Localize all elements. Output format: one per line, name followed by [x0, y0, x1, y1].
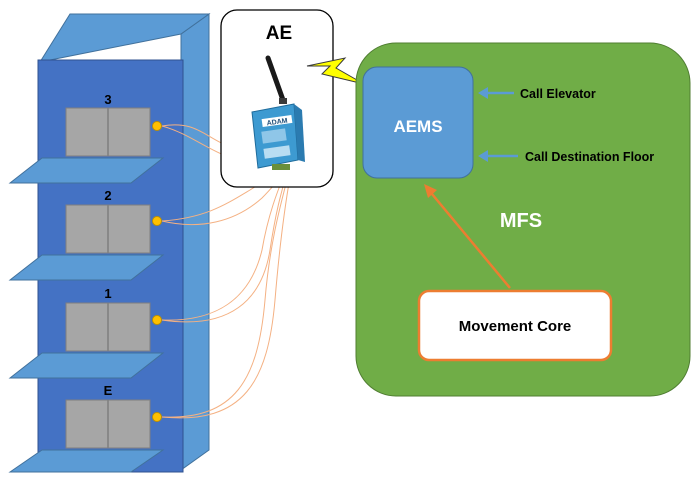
input-call-destination-floor: Call Destination Floor: [478, 150, 654, 164]
elevator-building: 3 2 1 E: [8, 13, 211, 473]
arrow-up-icon: [424, 184, 437, 198]
call-button-icon: [152, 216, 162, 226]
floor-label: E: [104, 383, 113, 398]
floor-label: 2: [104, 188, 111, 203]
mfs-system: MFS AEMS Call Elevator Call Destination …: [355, 42, 691, 397]
mfs-title: MFS: [500, 210, 542, 232]
aems-label: AEMS: [393, 117, 442, 136]
adam-device-icon: ADAM: [251, 103, 305, 170]
movement-core-label: Movement Core: [459, 318, 572, 335]
ae-title: AE: [266, 23, 292, 44]
antenna-icon: [265, 55, 287, 104]
floor-label: 1: [104, 286, 111, 301]
aems-box: [362, 66, 474, 179]
floor-slab: [8, 449, 165, 473]
movement-core-box: [417, 289, 613, 362]
input-call-elevator: Call Elevator: [478, 87, 596, 101]
core-to-aems-arrow: [431, 193, 511, 289]
building-side-face: [180, 13, 210, 471]
floor-label: 3: [104, 92, 111, 107]
ae-module: AE ADAM: [220, 9, 334, 188]
input-label: Call Elevator: [520, 87, 596, 101]
floor-slab: [8, 352, 165, 379]
floor-e: E: [65, 383, 162, 449]
floor-3: 3: [65, 92, 162, 157]
floor-slab: [8, 254, 165, 281]
call-button-icon: [152, 412, 162, 422]
floor-slab: [8, 157, 165, 184]
signal-wires: [161, 124, 291, 419]
floor-2: 2: [65, 188, 162, 254]
building-top-face: [38, 13, 211, 63]
device-brand: ADAM: [266, 118, 288, 128]
call-button-icon: [152, 121, 162, 131]
arrow-left-icon: [478, 87, 488, 99]
call-button-icon: [152, 315, 162, 325]
arrow-left-icon: [478, 150, 488, 162]
floor-1: 1: [65, 286, 162, 352]
ae-box: [220, 9, 334, 188]
input-label: Call Destination Floor: [525, 150, 654, 164]
